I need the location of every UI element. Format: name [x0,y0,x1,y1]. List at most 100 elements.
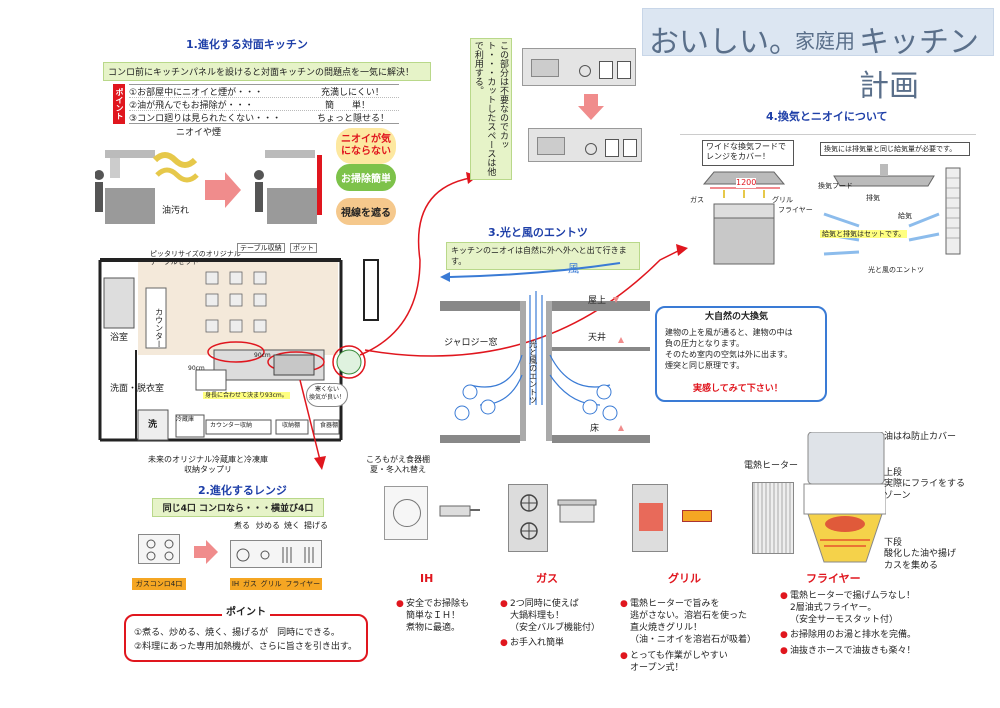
fryer-diagram [803,432,886,563]
fryer-upper: 上段 実際にフライをする ゾーン [884,468,966,501]
bubble-easy-clean: お掃除簡単 [336,164,396,191]
fryer-lower: 下段 酸化した油や揚げ カスを集める [884,538,957,571]
sec2-kind: フライヤー [285,580,321,588]
list-item: ●とっても作業がしやすい オープン式！ [620,650,728,673]
smoke-label: ニオイや煙 [176,128,222,138]
plan-dim: 90cm [188,365,205,372]
sec1-row: ①お部屋中にニオイと煙が・・・ 充満しにくい！ [129,85,399,98]
device-item: とっても作業がしやすい オープン式！ [630,650,728,673]
pot-icon [557,499,597,523]
device-item: お手入れ簡単 [510,638,565,649]
sec1-point-label: ポイント [113,84,125,124]
device-item: 電熱ヒーターで揚げムラなし！ 2層油式フライヤー。 （安全サーモスタット付） [790,591,916,626]
sec2-point-box: ポイント ①煮る、炒める、焼く、揚げるが 同時にできる。 ②料理にあった専用加熱… [124,607,368,662]
plan-note1: 未来のオリジナル冷蔵庫と冷凍庫 収納タップリ [148,455,268,475]
smoke-left [152,152,198,168]
sec3-roof: 屋上 [588,296,607,306]
sec4-dim: 1200 [736,178,757,188]
plan-store: 収納棚 [282,422,301,429]
plan-fridge: 冷蔵庫 [176,416,195,423]
fryer-cover: 油はね防止カバー [884,432,957,442]
sec3-box-line: そのため室内の空気は外に出ます。 [665,350,793,359]
device-name-gas: ガス [536,572,558,585]
device-item: 2つ同時に使えば 大鍋料理も！ （安全バルブ機能付） [510,599,601,634]
device-item: 油抜きホースで油抜きも楽々！ [790,645,916,656]
sec2-label: 焼く [284,521,300,530]
sec4-chimney: 光と風のエントツ [868,266,924,274]
counter-after [528,128,642,162]
list-item: ●安全でお掃除も 簡単なＩＨ！ 煮物に最適。 [396,599,470,634]
sec3-jacuzzi: ジャロジー窓 [444,338,498,348]
counter-left [105,188,155,224]
device-name-grill: グリル [668,572,701,585]
sec4-supply: 給気 [898,212,912,220]
page-title-main2: キッチン計画 [859,25,979,104]
plan-table-storage: テーブル収納 [237,243,285,254]
range-4-inline [230,540,322,568]
plan-dim2: 90cm [254,352,271,359]
hood-left [105,150,155,158]
sec1-row-q: ①お部屋中にニオイと煙が・・・ [129,88,264,98]
sec2-label: 揚げる [304,521,328,530]
oil-label: 油汚れ [162,206,190,216]
sec1-row: ③コンロ廻りは見られたくない・・・ちょっと隠せる！ [129,111,399,124]
plan-counter: カウンター [154,308,164,348]
fryer-unit [752,482,794,554]
sec4-exhaust: 排気 [866,194,880,202]
sec3-box-line: 煙突と同じ原理です。 [665,361,745,370]
cut-note: この部分は不要なのでカット・・・カットしたスペースは他で利用する。 [470,38,512,180]
gas-stove-4 [138,534,180,564]
sec3-box-line: 建物の上を風が通ると、建物の中は [665,328,793,337]
sec1-rows: ①お部屋中にニオイと煙が・・・ 充満しにくい！ ②油が飛んでもお掃除が・・・ 簡 単… [129,84,399,124]
sec1-row-a: 簡 単！ [325,101,371,111]
device-list-gas: ●2つ同時に使えば 大鍋料理も！ （安全バルブ機能付） ●お手入れ簡単 [500,598,600,653]
sec4-right-note: 換気には排気量と同じ給気量が必要です。 [820,142,970,156]
sec2-kind: IH [231,580,240,588]
device-name-ih: IH [420,572,434,585]
list-item: ●お掃除用のお湯と排水を完備。 [780,630,917,641]
bath-tub [103,277,135,329]
person-right [254,170,264,180]
sec3-heading: 3.光と風のエントツ [488,226,588,239]
sec1-row: ②油が飛んでもお掃除が・・・ 簡 単！ [129,98,399,111]
arrow-right-icon [194,540,218,564]
sec4-hood: 換気フード [818,182,853,190]
sec2-kind: グリル [260,580,282,588]
sec4-fryer: フライヤー [778,206,813,214]
sec2-sub: 同じ4口 コンロなら・・・横並び4口 [152,498,324,517]
sec3-box-cta: 実感してみて下さい！ [693,384,783,394]
sec2-point: ②料理にあった専用加熱機が、さらに旨さを引き出す。 [134,642,357,652]
plan-bath: 浴室 [110,333,129,343]
sec3-chimney: 光と風のエントツ [528,340,538,404]
plan-bubble: 寒くない 換気が良い！ [306,383,348,407]
sec2-heading: 2.進化するレンジ [198,484,287,497]
sec3-ceiling: 天井 [588,333,607,343]
list-item: ●電熱ヒーターで揚げムラなし！ 2層油式フライヤー。 （安全サーモスタット付） [780,591,916,626]
sec1-banner: コンロ前にキッチンパネルを設けると対面キッチンの問題点を一気に解決！ [103,62,431,81]
sec3-box: 大自然の大換気 建物の上を風が通ると、建物の中は 負の圧力となります。 そのため… [655,306,827,402]
down-arrow-icon [578,94,604,120]
grill-tray [682,510,712,522]
sec4-gas: ガス [690,196,704,204]
device-list-grill: ●電熱ヒーターで旨みを 逃がさない。溶岩石を使った 直火焼きグリル！ （油・ニオ… [620,598,756,677]
device-name-fryer: フライヤー [806,572,861,585]
device-list-ih: ●安全でお掃除も 簡単なＩＨ！ 煮物に最適。 [396,598,469,637]
sec3-wind: 風 [568,262,579,275]
gas4-label: ガスコンロ4口 [132,578,186,590]
sec1-row-a: 充満しにくい！ [321,88,384,98]
plan-table-label: ピッタリサイズのオリジナル テーブルセット [150,250,241,267]
gas-unit [508,484,548,552]
list-item: ●電熱ヒーターで旨みを 逃がさない。溶岩石を使った 直火焼きグリル！ （油・ニオ… [620,599,757,646]
sec2-kind: ガス [242,580,257,588]
sec3-box-title: 大自然の大換気 [705,312,769,322]
sec2-label: 煮る [234,521,250,530]
sec1-row-a: ちょっと隠せる！ [317,114,390,124]
sec1-row-q: ②油が飛んでもお掃除が・・・ [129,101,254,111]
bubble-block-view: 視線を遮る [336,198,396,225]
sec3-floor: 床 [590,424,600,434]
device-item: お掃除用のお湯と排水を完備。 [790,630,917,641]
sec2-label: 炒める [256,521,280,530]
list-item: ●2つ同時に使えば 大鍋料理も！ （安全バルブ機能付） [500,599,601,634]
device-list-fryer: ●電熱ヒーターで揚げムラなし！ 2層油式フライヤー。 （安全サーモスタット付） … [780,590,916,660]
